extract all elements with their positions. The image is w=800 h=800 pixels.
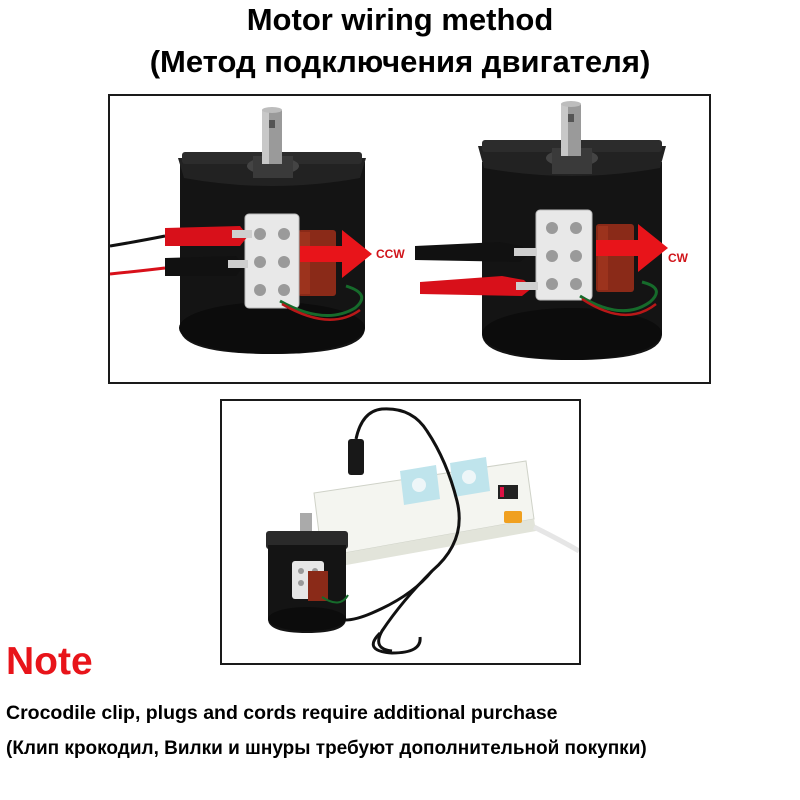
small-motor — [266, 513, 349, 633]
power-connection-panel — [220, 399, 581, 665]
note-text-en: Crocodile clip, plugs and cords require … — [6, 702, 558, 724]
power-connection-illustration — [266, 407, 579, 655]
note-heading: Note — [6, 640, 93, 683]
power-strip — [313, 457, 579, 569]
page-subtitle: (Метод подключения двигателя) — [149, 44, 651, 79]
page-title: Motor wiring method — [246, 2, 554, 37]
wiring-diagram-illustration: CCW — [110, 101, 689, 360]
ccw-motor — [110, 107, 372, 354]
cw-motor — [415, 101, 668, 360]
ccw-label: CCW — [376, 247, 405, 261]
cw-label: CW — [668, 251, 689, 265]
wiring-diagram-panel: CCW — [108, 94, 711, 384]
note-text-ru: (Клип крокодил, Вилки и шнуры требуют до… — [6, 738, 647, 759]
